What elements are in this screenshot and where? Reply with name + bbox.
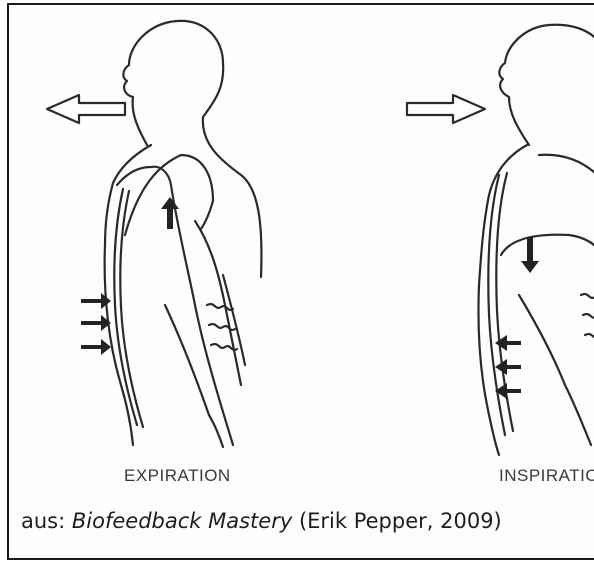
inspiration-abdomen bbox=[519, 295, 591, 445]
inspiration-body-outline bbox=[499, 25, 594, 145]
inspiration-air-arrow bbox=[407, 95, 485, 123]
caption-suffix: (Erik Pepper, 2009) bbox=[292, 509, 501, 533]
expiration-abdomen-inner bbox=[165, 305, 223, 447]
caption-book-title: Biofeedback Mastery bbox=[72, 509, 292, 533]
expiration-lung-back bbox=[195, 221, 241, 385]
inspiration-diaphragm-arrow bbox=[521, 237, 539, 273]
expiration-label: EXPIRATION bbox=[124, 466, 231, 486]
expiration-abdomen-arrows bbox=[81, 293, 111, 355]
inspiration-diaphragm bbox=[501, 235, 594, 255]
inspiration-lung bbox=[539, 155, 594, 181]
inspiration-spine-wave bbox=[581, 294, 594, 338]
caption-prefix: aus: bbox=[21, 509, 72, 533]
figure-caption: aus: Biofeedback Mastery (Erik Pepper, 2… bbox=[21, 509, 502, 533]
expiration-air-arrow bbox=[47, 95, 125, 123]
inspiration-abdomen-arrows bbox=[495, 335, 521, 399]
figure-frame: EXPIRATION INSPIRATIO aus: Biofeedback M… bbox=[7, 3, 594, 560]
inspiration-label: INSPIRATIO bbox=[499, 466, 594, 486]
